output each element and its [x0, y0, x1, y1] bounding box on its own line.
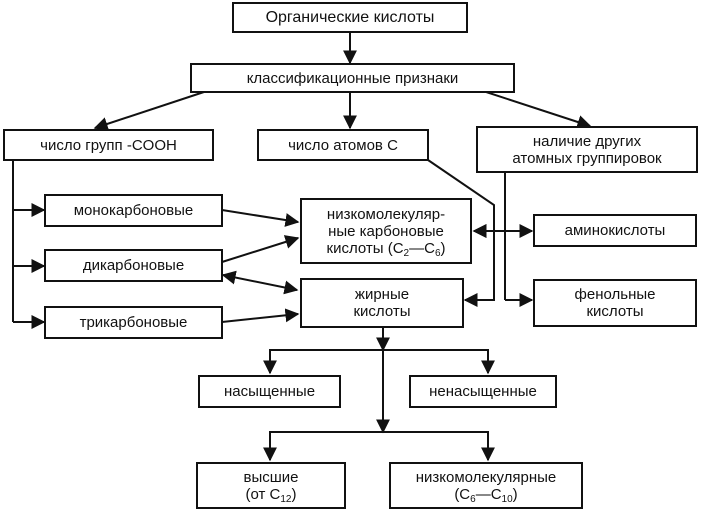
node-phenolic-acids: фенольные кислоты: [533, 279, 697, 327]
node-organic-acids: Органические кислоты: [232, 2, 468, 33]
node-monocarboxylic: монокарбоновые: [44, 194, 223, 227]
node-fatty-acids: жирные кислоты: [300, 278, 464, 328]
node-higher-acids: высшие (от С12): [196, 462, 346, 509]
node-cooh-groups: число групп -COOH: [3, 129, 214, 161]
higher-formula: (от С12): [245, 485, 297, 505]
node-low-molecular-acids: низкомолекуляр- ные карбоновые кислоты (…: [300, 198, 472, 264]
node-carbon-atoms: число атомов С: [257, 129, 429, 161]
low-molecular-formula: кислоты (С2—С6): [326, 239, 446, 259]
node-low-molecular-fatty: низкомолекулярные (С6—С10): [389, 462, 583, 509]
node-saturated: насыщенные: [198, 375, 341, 408]
node-unsaturated: ненасыщенные: [409, 375, 557, 408]
node-tricarboxylic: трикарбоновые: [44, 306, 223, 339]
node-dicarboxylic: дикарбоновые: [44, 249, 223, 282]
node-other-groups: наличие других атомных группировок: [476, 126, 698, 173]
node-amino-acids: аминокислоты: [533, 214, 697, 247]
low-molecular-fatty-formula: (С6—С10): [454, 485, 518, 505]
node-classification-features: классификационные признаки: [190, 63, 515, 93]
